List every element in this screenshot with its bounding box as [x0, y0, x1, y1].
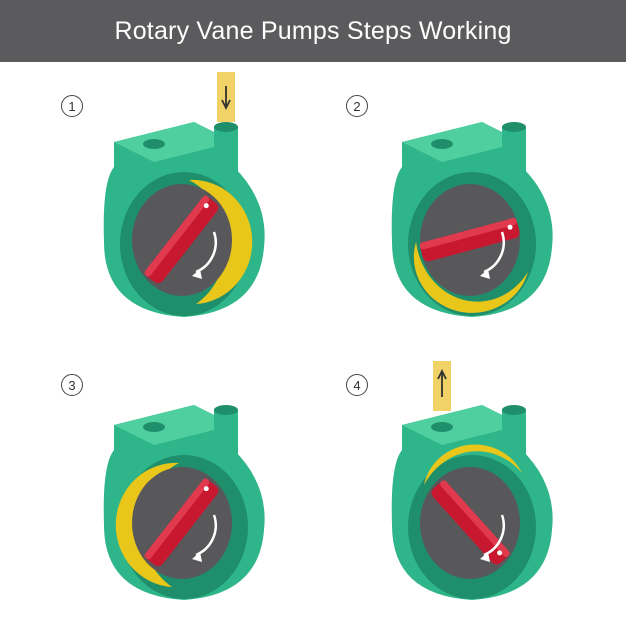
vane-pin: [203, 203, 209, 209]
inlet-port: [431, 422, 453, 432]
vane: [431, 481, 509, 565]
outlet-pipe-opening: [214, 405, 238, 415]
trapped-fluid: [424, 444, 522, 485]
flow-down-arrow-icon: [221, 86, 231, 111]
vane-group: [419, 218, 520, 262]
rotation-arrowhead-icon: [480, 269, 490, 279]
inlet-port: [143, 139, 165, 149]
vane-pin: [507, 224, 513, 230]
vane-highlight: [144, 195, 210, 277]
vane-pin: [203, 486, 209, 492]
clockwise-arrow-icon: [483, 514, 505, 557]
step-3-badge: 3: [61, 374, 83, 396]
casing-top-face: [114, 122, 234, 162]
step-2-badge: 2: [346, 95, 368, 117]
page-title: Rotary Vane Pumps Steps Working: [114, 16, 512, 45]
vane: [145, 479, 219, 567]
casing-top-face: [114, 405, 234, 445]
pump-step-2: [391, 122, 553, 317]
clockwise-arrow-icon: [195, 231, 217, 274]
rotation-arrowhead-icon: [192, 552, 202, 562]
step-4-badge: 4: [346, 374, 368, 396]
inlet-port: [143, 422, 165, 432]
pump-step-3: [103, 405, 265, 600]
vane-group: [144, 478, 219, 567]
inlet-port: [431, 139, 453, 149]
outlet-pipe-opening: [502, 405, 526, 415]
vane-highlight: [440, 480, 510, 557]
trapped-fluid: [189, 179, 253, 304]
vane: [145, 196, 219, 284]
outlet-pipe-opening: [214, 122, 238, 132]
trapped-fluid: [115, 462, 179, 587]
casing-top-face: [402, 122, 522, 162]
outlet-pipe-opening: [502, 122, 526, 132]
step-1-badge: 1: [61, 95, 83, 117]
clockwise-arrow-icon: [483, 231, 505, 274]
vane-highlight: [144, 478, 210, 560]
title-bar: Rotary Vane Pumps Steps Working: [0, 0, 626, 62]
vane-group: [431, 480, 510, 565]
trapped-fluid: [413, 242, 528, 313]
vane-pin: [497, 550, 503, 556]
pump-step-1: [103, 72, 265, 317]
rotation-arrowhead-icon: [480, 552, 490, 562]
flow-up-arrow-icon: [437, 368, 447, 397]
casing-top-face: [402, 405, 522, 445]
vane-highlight: [419, 218, 517, 250]
vane-group: [144, 195, 219, 284]
pump-step-4: [391, 361, 553, 600]
clockwise-arrow-icon: [195, 514, 217, 557]
rotation-arrowhead-icon: [192, 269, 202, 279]
